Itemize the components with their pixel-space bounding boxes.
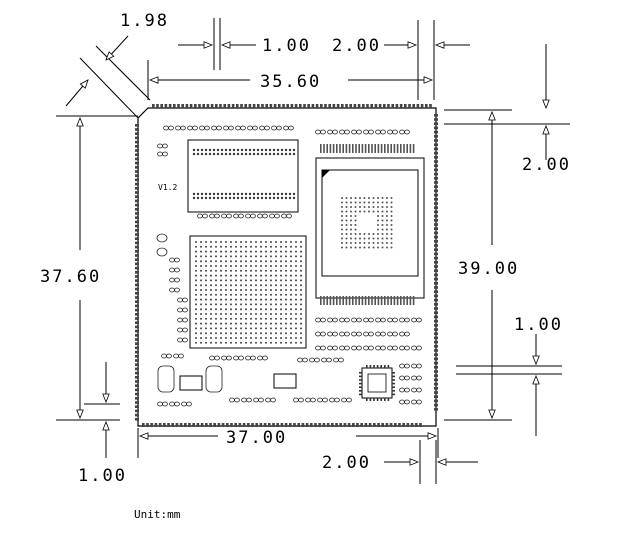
ic-top-pins (320, 144, 415, 153)
main-ic-body (321, 169, 419, 277)
dim-top-width: 35.60 (260, 72, 321, 92)
qfn-pins (359, 365, 395, 401)
dim-bottom-width: 37.00 (226, 428, 287, 448)
ic-bga-grid (341, 197, 393, 249)
dim-bottom-left-gap: 1.00 (78, 466, 127, 486)
qfn-pad (367, 373, 387, 393)
version-label: V1.2 (158, 183, 177, 192)
bga-outline (189, 235, 307, 349)
dim-corner-chamfer: 1.98 (120, 11, 169, 31)
pin1-marker (322, 170, 330, 178)
dimension-lines (56, 18, 570, 484)
unit-label: Unit:mm (134, 508, 181, 521)
pcb-board: V1.2 (135, 104, 438, 427)
dimension-labels: 1.98 1.00 2.00 35.60 37.60 39.00 2.00 1.… (40, 11, 571, 521)
edge-pads (135, 104, 438, 427)
main-ic-outline (315, 157, 425, 299)
dim-top-right-gap: 2.00 (332, 36, 381, 56)
connector-outline (187, 139, 299, 213)
regulator-chip-left (179, 375, 203, 391)
dim-top-left-gap: 1.00 (262, 36, 311, 56)
dim-right-height: 39.00 (458, 259, 519, 279)
dim-left-height: 37.60 (40, 267, 101, 287)
connector-pins (192, 148, 296, 200)
regulator-chip-right (273, 373, 297, 389)
ic-bottom-pins (320, 296, 415, 305)
dim-bottom-right-gap: 2.00 (322, 453, 371, 473)
passive-components (156, 125, 422, 407)
dim-right-top-gap: 2.00 (522, 155, 571, 175)
bga-pins (195, 241, 302, 344)
dim-right-bottom-gap: 1.00 (514, 315, 563, 335)
